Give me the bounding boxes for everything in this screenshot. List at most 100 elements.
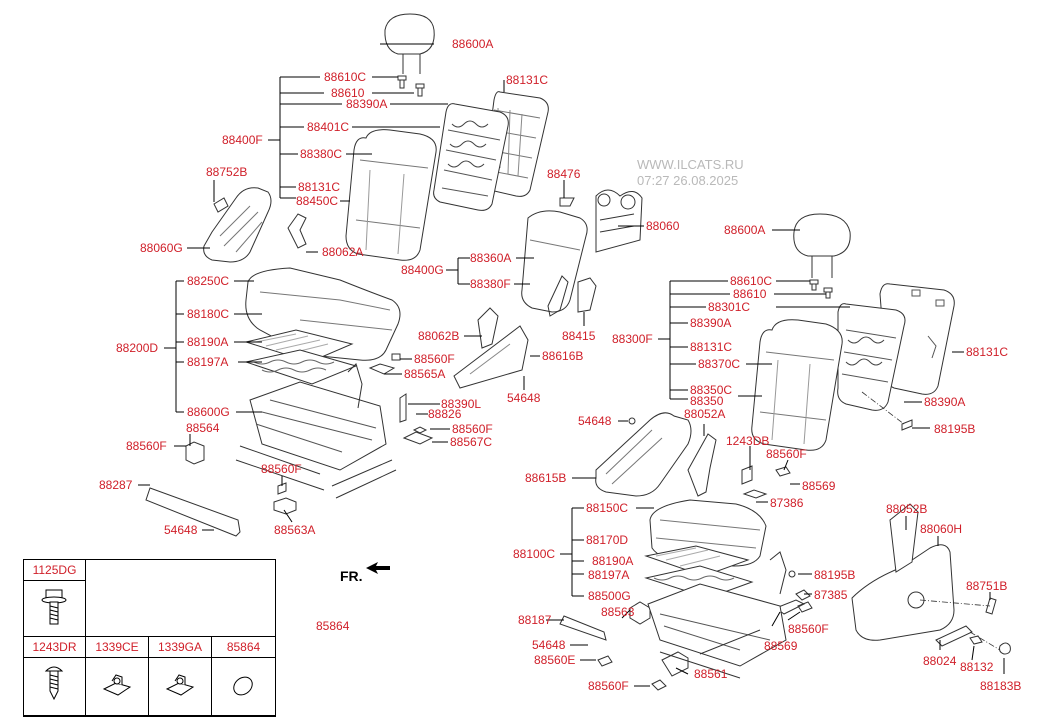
part-label[interactable]: 88560F	[588, 679, 629, 693]
part-label[interactable]: 88370C	[698, 357, 741, 371]
part-label[interactable]: 88195B	[814, 568, 856, 582]
part-label[interactable]: 88401C	[307, 120, 350, 134]
part-label[interactable]: 88183B	[980, 679, 1022, 693]
part-label[interactable]: 88062B	[418, 329, 460, 343]
part-label[interactable]: 88415	[562, 329, 596, 343]
part-label[interactable]: 88190A	[187, 335, 229, 349]
part-label[interactable]: 88350C	[690, 383, 733, 397]
part-label[interactable]: 88131C	[298, 180, 341, 194]
part-label[interactable]: 88131C	[966, 345, 1009, 359]
part-label[interactable]: 88600G	[187, 405, 230, 419]
part-label[interactable]: 88197A	[588, 568, 630, 582]
part-label[interactable]: 88610C	[730, 274, 773, 288]
part-label[interactable]: 88380C	[300, 147, 343, 161]
left-side-cover	[203, 187, 272, 263]
part-label[interactable]: 88610	[331, 86, 365, 100]
part-label[interactable]: 88187	[518, 613, 552, 627]
part-label[interactable]: 88476	[547, 167, 581, 181]
part-label[interactable]: 88052B	[886, 502, 928, 516]
part-label[interactable]: 88563A	[274, 523, 316, 537]
left-small-parts	[185, 353, 434, 515]
legend-cell[interactable]: 1339GA	[148, 636, 212, 717]
part-label[interactable]: 88560F	[766, 447, 807, 461]
part-label[interactable]: 88400G	[401, 263, 444, 277]
part-label[interactable]: 88390L	[441, 397, 482, 411]
flange-bolt-icon	[41, 589, 67, 625]
part-label[interactable]: 88350	[690, 394, 724, 408]
left-side-bracket	[477, 275, 569, 349]
part-label[interactable]: 88250C	[187, 274, 230, 288]
left-part-88415	[577, 277, 597, 313]
part-label[interactable]: 88569	[802, 479, 836, 493]
part-label[interactable]: 88380F	[470, 277, 511, 291]
left-bracket-88062a	[287, 213, 307, 249]
part-label[interactable]: 88610C	[324, 70, 367, 84]
part-label[interactable]: 54648	[578, 414, 612, 428]
part-label[interactable]: 88390A	[690, 316, 732, 330]
part-label[interactable]: 88131C	[690, 340, 733, 354]
part-label[interactable]: 88616B	[542, 349, 584, 363]
part-label[interactable]: 88060	[646, 219, 680, 233]
right-headrest-guides	[809, 279, 833, 299]
part-label[interactable]: 88287	[99, 478, 133, 492]
part-label[interactable]: 88400F	[222, 133, 263, 147]
part-label[interactable]: 88060H	[920, 522, 963, 536]
part-label[interactable]: 54648	[164, 523, 198, 537]
legend-cell[interactable]: 1243DR	[23, 636, 86, 717]
part-label[interactable]: 54648	[532, 638, 566, 652]
part-label[interactable]: 88560E	[534, 653, 576, 667]
right-side-cover	[595, 412, 692, 497]
left-seat-frame	[235, 363, 397, 499]
legend-cell[interactable]: 85864	[211, 636, 276, 717]
part-label[interactable]: 88390A	[924, 395, 966, 409]
part-label[interactable]: 88200D	[116, 341, 159, 355]
part-label[interactable]: 88300F	[612, 332, 653, 346]
part-label[interactable]: 1243DB	[726, 434, 770, 448]
part-label[interactable]: 88567C	[450, 435, 493, 449]
part-label[interactable]: 88565A	[404, 367, 446, 381]
part-label[interactable]: 85864	[316, 619, 350, 633]
part-label[interactable]: 88569	[764, 639, 798, 653]
part-label[interactable]: 88751B	[966, 579, 1008, 593]
part-label[interactable]: 88560F	[414, 352, 455, 366]
part-label[interactable]: 88062A	[322, 245, 364, 259]
part-label[interactable]: 88560F	[452, 422, 493, 436]
part-label[interactable]: 88301C	[708, 300, 751, 314]
part-label[interactable]: 54648	[507, 391, 541, 405]
legend-cell[interactable]: 1339CE	[85, 636, 149, 717]
legend-cell[interactable]: 1125DG	[23, 559, 86, 637]
part-label[interactable]: 88610	[733, 287, 767, 301]
part-label[interactable]: 88360A	[470, 251, 512, 265]
part-label[interactable]: 88190A	[592, 554, 634, 568]
part-label[interactable]: 88197A	[187, 355, 229, 369]
part-label[interactable]: 88150C	[586, 501, 629, 515]
part-label[interactable]: 88826	[428, 407, 462, 421]
part-label[interactable]: 88615B	[525, 471, 567, 485]
part-label[interactable]: 88132	[960, 660, 994, 674]
part-label[interactable]: 87386	[770, 496, 804, 510]
part-label[interactable]: 88600A	[724, 223, 766, 237]
part-label[interactable]: 88752B	[206, 165, 248, 179]
part-label[interactable]: 88195B	[934, 422, 976, 436]
part-label[interactable]: 88561	[694, 667, 728, 681]
guide-lines	[861, 391, 1001, 651]
part-label[interactable]: 88564	[186, 421, 220, 435]
part-label[interactable]: 88131C	[506, 73, 549, 87]
part-label[interactable]: 88024	[923, 654, 957, 668]
part-label[interactable]: 88600A	[452, 37, 494, 51]
part-label[interactable]: 88450C	[296, 194, 339, 208]
part-label[interactable]: 88180C	[187, 307, 230, 321]
part-label[interactable]: 88390A	[346, 97, 388, 111]
part-label[interactable]: 88500G	[588, 589, 631, 603]
part-label[interactable]: 88170D	[586, 533, 629, 547]
part-label[interactable]: 88100C	[513, 547, 556, 561]
part-label[interactable]: 88052A	[684, 407, 726, 421]
watermark-timestamp: 07:27 26.08.2025	[637, 173, 739, 188]
part-label[interactable]: 87385	[814, 588, 848, 602]
part-label[interactable]: 88560F	[126, 439, 167, 453]
part-label[interactable]: 88560F	[261, 462, 302, 476]
part-label[interactable]: 88560F	[788, 622, 829, 636]
part-label[interactable]: 88060G	[140, 241, 183, 255]
part-label[interactable]: 88563	[601, 605, 635, 619]
